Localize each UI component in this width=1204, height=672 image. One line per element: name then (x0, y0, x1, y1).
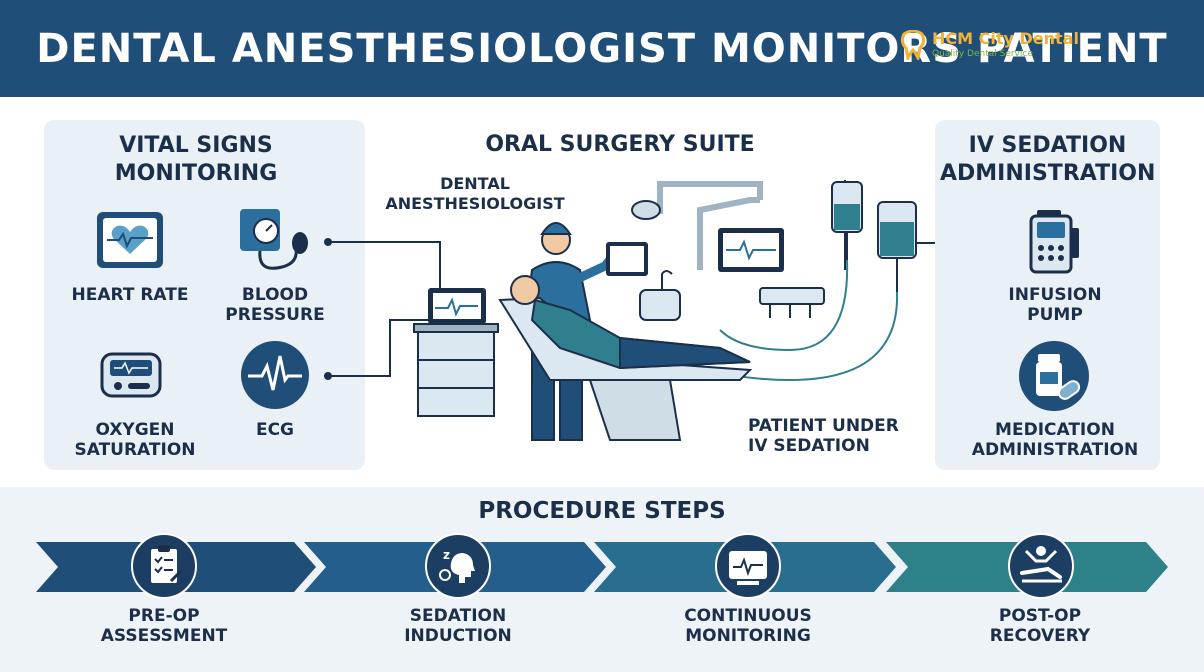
page-title: DENTAL ANESTHESIOLOGIST MONITORS PATIENT (36, 25, 1168, 72)
infusion-pump-label: INFUSION PUMP (1008, 285, 1102, 325)
step-monitoring-label: CONTINUOUS MONITORING (684, 606, 812, 646)
surgery-scene (324, 180, 940, 441)
iv-sedation-panel (935, 120, 1160, 470)
heart-rate-label: HEART RATE (71, 285, 189, 305)
logo-name: HCM City Dental (932, 29, 1079, 48)
recovery-icon (1008, 533, 1074, 599)
sleep-head-icon: z (425, 533, 491, 599)
tooth-icon (900, 30, 926, 60)
step-recovery-label: POST-OP RECOVERY (989, 606, 1091, 646)
blood-pressure-label: BLOOD PRESSURE (225, 285, 325, 325)
blood-pressure-cuff-icon (240, 209, 308, 270)
heart-monitor-icon (97, 212, 163, 268)
infusion-pump-icon (1029, 210, 1079, 274)
vital-signs-panel (44, 120, 365, 470)
anesthesiologist-label: DENTAL ANESTHESIOLOGIST (385, 174, 565, 213)
oral-surgery-title: ORAL SURGERY SUITE (485, 132, 755, 157)
monitor-icon (715, 533, 781, 599)
medication-icon (1019, 341, 1089, 411)
clipboard-icon (131, 533, 197, 599)
medication-label: MEDICATION ADMINISTRATION (971, 420, 1139, 460)
title-banner: DENTAL ANESTHESIOLOGIST MONITORS PATIENT (0, 0, 1204, 97)
procedure-steps-title: PROCEDURE STEPS (478, 498, 726, 524)
steps-arrow-band (36, 542, 1168, 592)
logo: HCM City Dental Quality Dental Service (900, 30, 1079, 70)
vital-signs-title: VITAL SIGNS MONITORING (114, 133, 278, 186)
svg-text:z: z (443, 548, 450, 562)
patient-label: PATIENT UNDER IV SEDATION (748, 416, 899, 456)
iv-sedation-title: IV SEDATION ADMINISTRATION (940, 133, 1156, 186)
ecg-icon (241, 341, 309, 409)
logo-tagline: Quality Dental Service (932, 49, 1033, 59)
pulse-oximeter-icon (100, 352, 162, 398)
ecg-label: ECG (255, 420, 295, 440)
oxygen-saturation-label: OXYGEN SATURATION (74, 420, 196, 460)
step-pre-op-label: PRE-OP ASSESSMENT (100, 606, 228, 646)
step-sedation-label: SEDATION INDUCTION (404, 606, 512, 646)
